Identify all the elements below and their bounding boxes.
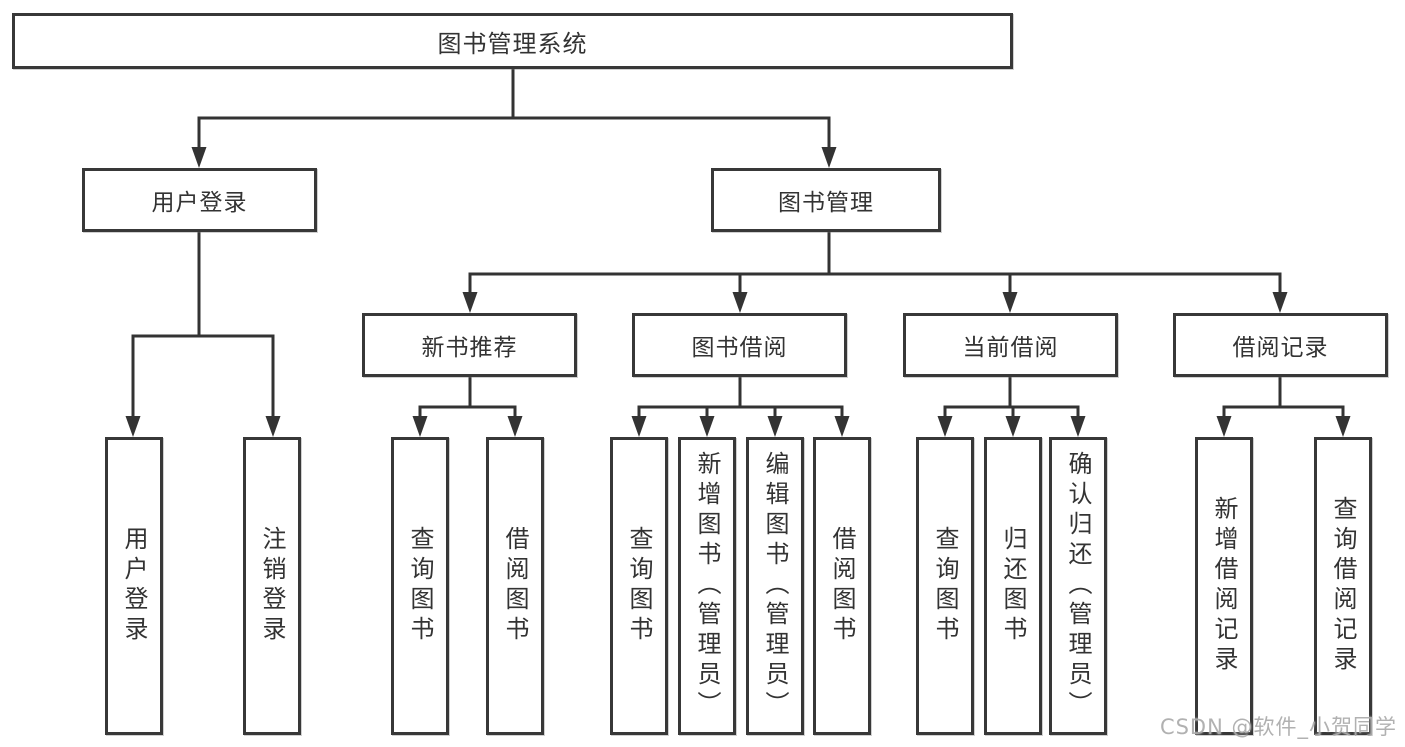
node-label: 查询图书 bbox=[931, 526, 959, 646]
node-book-management: 图书管理 bbox=[711, 168, 941, 232]
connector-book-borrow-children bbox=[631, 377, 850, 437]
connector-borrow-record-children bbox=[1216, 377, 1351, 437]
arrow-down-icon bbox=[1216, 416, 1232, 437]
node-label: 注销登录 bbox=[258, 526, 286, 646]
arrow-down-icon bbox=[1335, 416, 1351, 437]
node-label: 新书推荐 bbox=[421, 335, 518, 361]
node-label: 用户登录 bbox=[120, 526, 148, 646]
arrow-down-icon bbox=[699, 416, 715, 437]
node-label: 借阅记录 bbox=[1232, 335, 1329, 361]
node-add-borrow-record: 新增借阅记录 bbox=[1195, 437, 1253, 735]
connector-user-login-children bbox=[125, 232, 281, 437]
node-label: 图书借阅 bbox=[691, 335, 788, 361]
node-label: 编辑图书（管理员） bbox=[761, 451, 789, 721]
node-label: 查询图书 bbox=[406, 526, 434, 646]
node-label: 图书管理系统 bbox=[437, 29, 588, 58]
arrow-down-icon bbox=[1005, 416, 1021, 437]
arrow-down-icon bbox=[631, 416, 647, 437]
node-new-book-recommend: 新书推荐 bbox=[362, 313, 577, 377]
node-user-login-leaf: 用户登录 bbox=[105, 437, 163, 735]
node-borrow-books-1: 借阅图书 bbox=[486, 437, 544, 735]
node-label: 归还图书 bbox=[999, 526, 1027, 646]
node-return-books: 归还图书 bbox=[984, 437, 1042, 735]
arrow-down-icon bbox=[462, 292, 478, 313]
node-query-books-3: 查询图书 bbox=[916, 437, 974, 735]
arrow-down-icon bbox=[412, 416, 428, 437]
node-book-borrowing: 图书借阅 bbox=[632, 313, 847, 377]
node-borrowing-records: 借阅记录 bbox=[1173, 313, 1388, 377]
node-label: 借阅图书 bbox=[828, 526, 856, 646]
arrow-down-icon bbox=[191, 147, 207, 168]
node-logout: 注销登录 bbox=[243, 437, 301, 735]
node-label: 查询借阅记录 bbox=[1329, 496, 1357, 676]
arrow-down-icon bbox=[1002, 292, 1018, 313]
node-query-books-2: 查询图书 bbox=[610, 437, 668, 735]
arrow-down-icon bbox=[937, 416, 953, 437]
arrow-down-icon bbox=[1272, 292, 1288, 313]
node-library-management-system: 图书管理系统 bbox=[12, 13, 1013, 69]
node-label: 图书管理 bbox=[778, 190, 874, 216]
node-query-books-1: 查询图书 bbox=[391, 437, 449, 735]
node-label: 用户登录 bbox=[151, 190, 248, 216]
connector-root-to-level2 bbox=[191, 69, 837, 168]
node-label: 查询图书 bbox=[625, 526, 653, 646]
node-add-books-admin: 新增图书（管理员） bbox=[678, 437, 736, 735]
node-edit-books-admin: 编辑图书（管理员） bbox=[746, 437, 804, 735]
node-label: 当前借阅 bbox=[962, 335, 1059, 361]
watermark: CSDN @软件_小贺同学 bbox=[1159, 715, 1397, 739]
node-query-borrow-record: 查询借阅记录 bbox=[1314, 437, 1372, 735]
arrow-down-icon bbox=[767, 416, 783, 437]
arrow-down-icon bbox=[732, 292, 748, 313]
arrow-down-icon bbox=[265, 416, 281, 437]
arrow-down-icon bbox=[1070, 416, 1086, 437]
node-user-login: 用户登录 bbox=[82, 168, 317, 232]
node-label: 新增图书（管理员） bbox=[693, 451, 721, 721]
connector-new-book-children bbox=[412, 377, 523, 437]
connector-current-borrow-children bbox=[937, 377, 1086, 437]
node-borrow-books-2: 借阅图书 bbox=[813, 437, 871, 735]
arrow-down-icon bbox=[507, 416, 523, 437]
connector-book-mgmt-to-level3 bbox=[462, 232, 1288, 313]
node-label: 借阅图书 bbox=[501, 526, 529, 646]
node-current-borrowing: 当前借阅 bbox=[903, 313, 1118, 377]
node-label: 新增借阅记录 bbox=[1210, 496, 1238, 676]
arrow-down-icon bbox=[125, 416, 141, 437]
arrow-down-icon bbox=[821, 147, 837, 168]
node-confirm-return-admin: 确认归还（管理员） bbox=[1049, 437, 1107, 735]
node-label: 确认归还（管理员） bbox=[1064, 451, 1092, 721]
arrow-down-icon bbox=[834, 416, 850, 437]
